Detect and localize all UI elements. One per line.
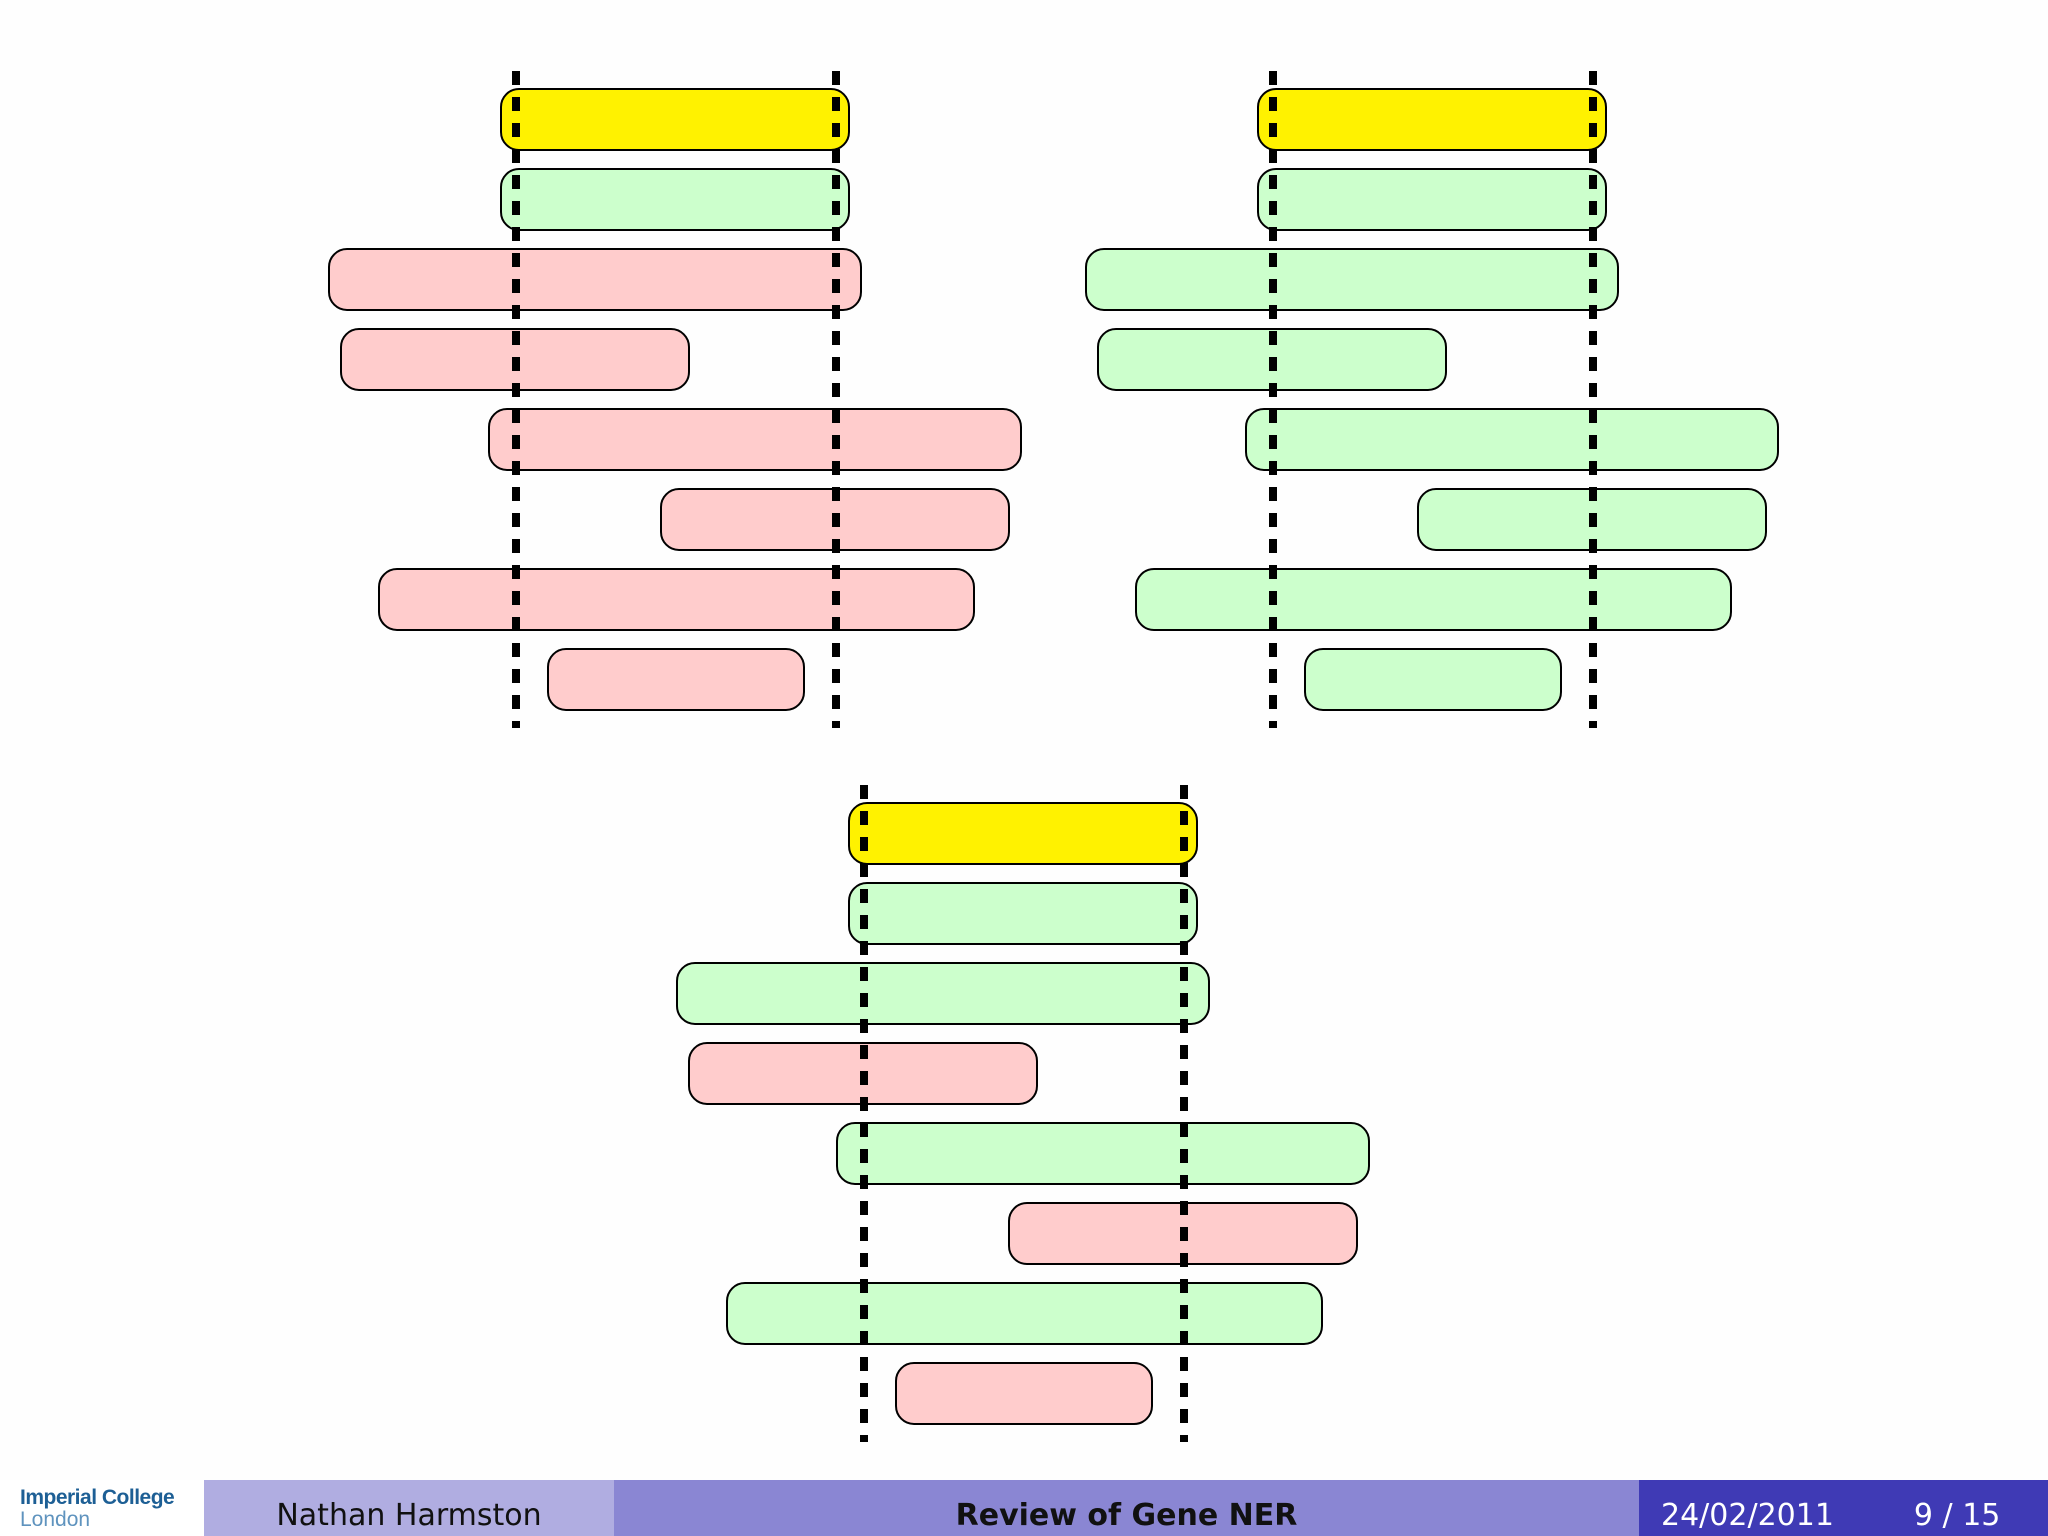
diagram-top-left <box>328 71 1022 728</box>
highlight-annotation-bar <box>848 802 1198 865</box>
logo-line-2: London <box>20 1508 91 1531</box>
footer-title: Review of Gene NER <box>614 1480 1639 1536</box>
logo-line-1: Imperial College <box>20 1486 175 1509</box>
footer-page-number: 9 / 15 <box>1913 1497 2001 1533</box>
nomatch-annotation-bar <box>328 248 862 311</box>
diagram-top-right <box>1085 71 1779 728</box>
footer-date-page: 24/02/2011 9 / 15 <box>1639 1480 2048 1536</box>
match-annotation-bar <box>1245 408 1779 471</box>
highlight-annotation-bar <box>500 88 850 151</box>
match-annotation-bar <box>836 1122 1370 1185</box>
match-annotation-bar <box>848 882 1198 945</box>
footer-author: Nathan Harmston <box>204 1480 614 1536</box>
nomatch-annotation-bar <box>547 648 805 711</box>
diagram-bottom <box>676 785 1370 1442</box>
match-annotation-bar <box>676 962 1210 1025</box>
match-annotation-bar <box>726 1282 1323 1345</box>
match-annotation-bar <box>1135 568 1732 631</box>
match-annotation-bar <box>1085 248 1619 311</box>
imperial-college-logo: Imperial College London <box>0 1480 204 1536</box>
footer-bar: Imperial College London Nathan Harmston … <box>0 1480 2048 1536</box>
match-annotation-bar <box>1304 648 1562 711</box>
highlight-annotation-bar <box>1257 88 1607 151</box>
nomatch-annotation-bar <box>378 568 975 631</box>
nomatch-annotation-bar <box>488 408 1022 471</box>
nomatch-annotation-bar <box>895 1362 1153 1425</box>
footer-date: 24/02/2011 <box>1661 1497 1834 1533</box>
match-annotation-bar <box>500 168 850 231</box>
annotation-overlap-diagram <box>328 71 1779 1442</box>
match-annotation-bar <box>1257 168 1607 231</box>
